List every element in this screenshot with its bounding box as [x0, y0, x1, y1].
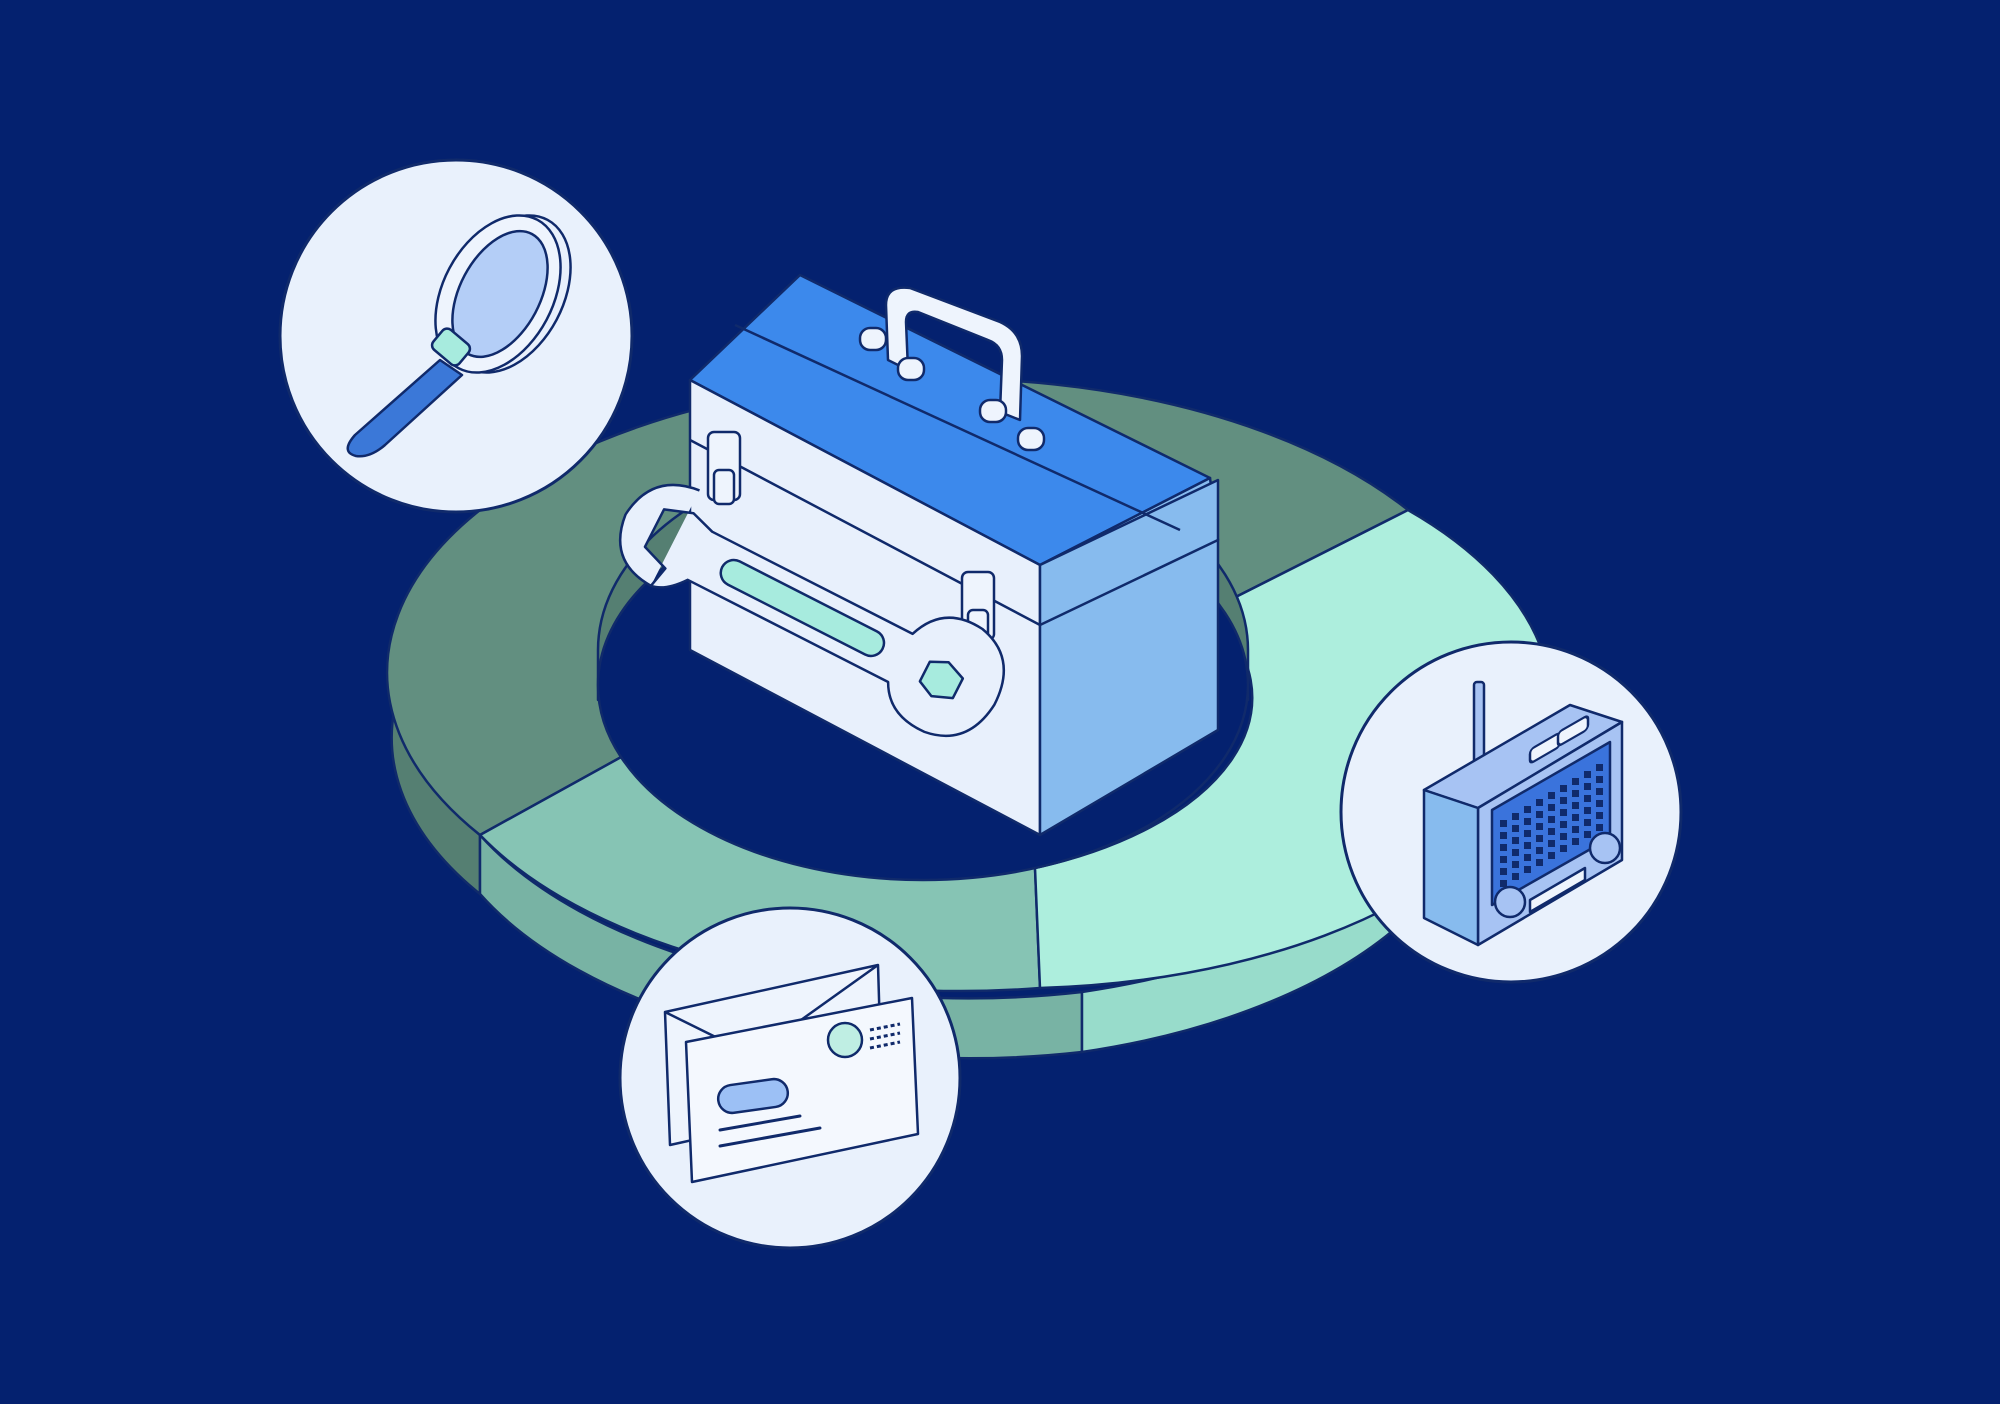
- speaker-dot: [1572, 838, 1579, 845]
- envelope-icon: [663, 963, 920, 1184]
- postmark-line: [869, 1022, 901, 1032]
- speaker-dot: [1548, 816, 1555, 823]
- magnifier-badge: [278, 158, 634, 514]
- speaker-dot: [1560, 809, 1567, 816]
- speaker-dot: [1584, 771, 1591, 778]
- speaker-dot: [1512, 873, 1519, 880]
- speaker-dot: [1536, 799, 1543, 806]
- postmark-line: [869, 1040, 901, 1050]
- toolbox-seam: [734, 323, 1181, 532]
- speaker-dot: [1548, 840, 1555, 847]
- speaker-dot: [1500, 880, 1507, 887]
- speaker-dot: [1512, 837, 1519, 844]
- speaker-dot: [1500, 844, 1507, 851]
- speaker-dot: [1512, 813, 1519, 820]
- speaker-dot: [1536, 847, 1543, 854]
- speaker-dot: [1572, 826, 1579, 833]
- speaker-dot: [1596, 824, 1603, 831]
- speaker-dot: [1500, 832, 1507, 839]
- speaker-dot: [1560, 833, 1567, 840]
- radio-badge: [1339, 640, 1683, 984]
- speaker-dot: [1524, 830, 1531, 837]
- magnifier-icon: [346, 214, 572, 458]
- speaker-dot: [1596, 776, 1603, 783]
- speaker-dot: [1596, 812, 1603, 819]
- speaker-dot: [1524, 842, 1531, 849]
- speaker-dot: [1560, 797, 1567, 804]
- speaker-dot: [1560, 785, 1567, 792]
- speaker-dot: [1536, 823, 1543, 830]
- speaker-dot: [1584, 783, 1591, 790]
- speaker-dot: [1536, 835, 1543, 842]
- speaker-dot: [1548, 792, 1555, 799]
- postmark-line: [869, 1031, 901, 1041]
- toolbox-side: [1038, 478, 1220, 837]
- speaker-dot: [1584, 807, 1591, 814]
- speaker-dot: [1572, 802, 1579, 809]
- speaker-dot: [1560, 821, 1567, 828]
- speaker-dot: [1512, 849, 1519, 856]
- speaker-dot: [1572, 778, 1579, 785]
- speaker-dot: [1548, 804, 1555, 811]
- speaker-dot: [1596, 788, 1603, 795]
- speaker-dot: [1524, 854, 1531, 861]
- radio-icon: [1422, 680, 1624, 947]
- speaker-dot: [1596, 764, 1603, 771]
- speaker-dot: [1524, 866, 1531, 873]
- speaker-dot: [1500, 868, 1507, 875]
- speaker-dot: [1548, 852, 1555, 859]
- wrench-icon: [618, 483, 1006, 738]
- speaker-dot: [1512, 861, 1519, 868]
- speaker-dot: [1524, 818, 1531, 825]
- speaker-dot: [1584, 819, 1591, 826]
- envelope-badge: [618, 906, 962, 1250]
- toolbox-icon: [618, 273, 1220, 837]
- speaker-dot: [1572, 790, 1579, 797]
- handle-mount: [858, 326, 1046, 452]
- speaker-dot: [1500, 820, 1507, 827]
- speaker-dot: [1536, 811, 1543, 818]
- speaker-dot: [1524, 806, 1531, 813]
- speaker-dot: [1536, 859, 1543, 866]
- speaker-dot: [1548, 828, 1555, 835]
- speaker-dot: [1560, 845, 1567, 852]
- speaker-dot: [1500, 856, 1507, 863]
- speaker-dot: [1584, 795, 1591, 802]
- speaker-dot: [1584, 831, 1591, 838]
- speaker-dot: [1572, 814, 1579, 821]
- speaker-dot: [1512, 825, 1519, 832]
- toolbox-seam: [689, 438, 1219, 627]
- speaker-dot: [1596, 800, 1603, 807]
